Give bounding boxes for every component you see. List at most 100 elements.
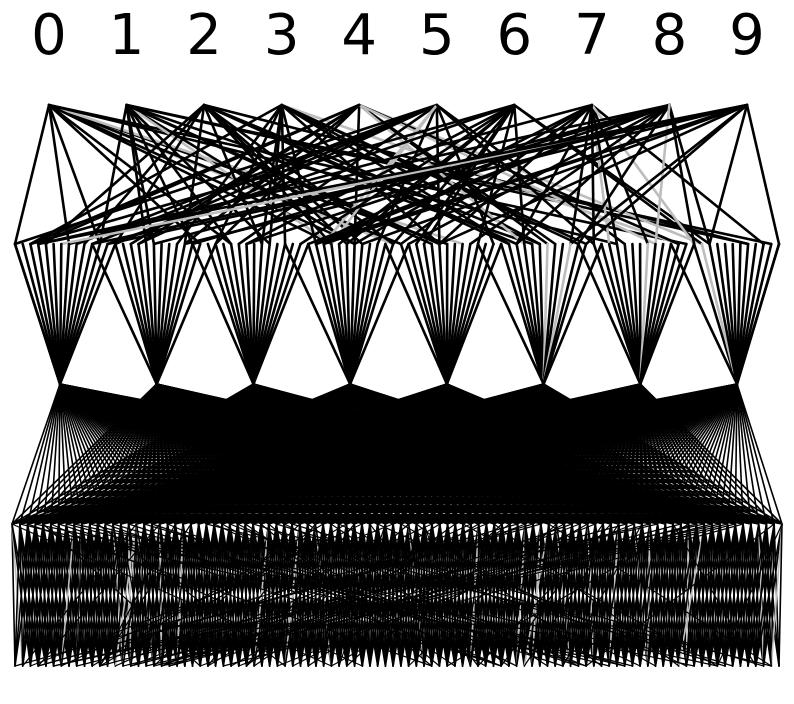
edge-l4-l5: [708, 523, 737, 667]
edge-l4-l5: [68, 523, 83, 667]
edge-l4-l5: [99, 523, 347, 667]
edge-l4-l5: [454, 523, 472, 667]
edge-l3-l4: [695, 383, 738, 525]
edge-l2-l3: [155, 242, 217, 386]
edge-l4-l5: [91, 523, 324, 667]
edge-l3-l4: [736, 383, 768, 525]
edge-l4-l5: [238, 523, 596, 667]
edge-l4-l5: [60, 523, 83, 667]
edge-l4-l5: [446, 523, 690, 667]
edge-l2-l3: [384, 242, 449, 386]
edge-l3-l4: [680, 383, 738, 525]
edge-l4-l5: [75, 523, 91, 667]
edge-l4-l5: [37, 523, 542, 667]
edge-l3-l4: [563, 383, 738, 525]
edge-l4-l5: [14, 523, 29, 667]
edge-l4-l5: [153, 523, 301, 667]
edge-l1-l2: [584, 103, 749, 246]
edge-l4-l5: [161, 523, 472, 667]
edge-l4-l5: [654, 523, 682, 667]
edge-l3-l4: [664, 383, 738, 525]
edge-l4-l5: [762, 523, 783, 667]
edge-l4-l5: [37, 523, 161, 667]
top-node-label: 6: [497, 3, 533, 68]
edge-l4-l5: [161, 523, 736, 667]
edge-l4-l5: [52, 523, 659, 667]
edge-l3-l4: [42, 383, 158, 525]
edge-l1-l2: [314, 103, 671, 246]
edge-l3-l4: [18, 383, 61, 525]
edge-l1-l2: [745, 103, 781, 246]
edge-l1-l2: [280, 103, 287, 246]
edge-l2-l3: [735, 242, 781, 386]
edge-l4-l5: [199, 523, 581, 667]
edge-l4-l5: [554, 523, 573, 667]
edge-l1-l2: [512, 103, 526, 246]
edge-l4-l5: [700, 523, 721, 667]
edge-l2-l3: [252, 242, 310, 386]
edge-l1-l2: [13, 103, 51, 246]
edge-l4-l5: [245, 523, 262, 667]
edge-l4-l5: [22, 523, 137, 667]
edge-l3-l4: [687, 383, 738, 525]
edge-l4-l5: [104, 523, 502, 667]
edge-l4-l5: [600, 523, 620, 667]
edge-l4-l5: [307, 523, 511, 667]
edge-l4-l5: [14, 523, 37, 667]
edge-l4-l5: [500, 523, 604, 667]
edge-l4-l5: [29, 523, 44, 667]
edge-l4-l5: [176, 523, 200, 667]
edge-l2-l3: [90, 242, 158, 386]
edge-l1-l2: [36, 103, 361, 246]
edge-l4-l5: [52, 523, 705, 667]
edge-l4-l5: [114, 523, 433, 667]
edge-l4-l5: [765, 523, 772, 667]
edge-l2-l3: [58, 242, 117, 386]
edge-l4-l5: [45, 523, 68, 667]
edge-l1-l2: [654, 103, 671, 246]
edge-l3-l4: [602, 383, 738, 525]
edge-l3-l4: [617, 383, 738, 525]
edge-l4-l5: [244, 523, 456, 667]
edge-l2-l3: [577, 242, 642, 386]
edge-l4-l5: [724, 523, 752, 667]
edge-l3-l4: [11, 383, 61, 525]
edge-l4-l5: [130, 523, 487, 667]
edge-l4-l5: [230, 523, 247, 667]
top-node-label: 1: [109, 3, 145, 68]
edge-l3-l4: [42, 383, 61, 525]
edge-l4-l5: [716, 523, 737, 667]
edge-l3-l4: [594, 383, 738, 525]
edge-l4-l5: [37, 523, 52, 667]
edge-l1-l2: [245, 103, 671, 246]
edge-l1-l2: [438, 103, 749, 246]
edge-l4-l5: [716, 523, 744, 667]
edge-l1-l2: [106, 103, 749, 246]
edge-l3-l4: [578, 383, 738, 525]
edge-l2-l3: [348, 242, 395, 386]
edge-l1-l2: [47, 103, 71, 246]
top-node-label: 2: [186, 3, 222, 68]
edge-l4-l5: [646, 523, 667, 667]
edge-l4-l5: [623, 523, 651, 667]
edge-l2-l3: [542, 242, 603, 386]
top-node-label: 5: [419, 3, 455, 68]
edge-l4-l5: [330, 523, 589, 667]
edge-l4-l5: [96, 523, 286, 667]
edge-l3-l4: [26, 383, 61, 525]
edge-l4-l5: [477, 523, 496, 667]
edge-l4-l5: [145, 523, 729, 667]
edge-l4-l5: [52, 523, 75, 667]
edge-l4-l5: [546, 523, 566, 667]
edge-l3-l4: [625, 383, 738, 525]
top-node-label: 0: [31, 3, 67, 68]
edge-l4-l5: [130, 523, 153, 667]
edge-l3-l4: [711, 383, 738, 525]
edge-l4-l5: [493, 523, 680, 667]
edge-l4-l5: [685, 523, 713, 667]
edge-l4-l5: [732, 523, 752, 667]
edge-l4-l5: [284, 523, 309, 667]
